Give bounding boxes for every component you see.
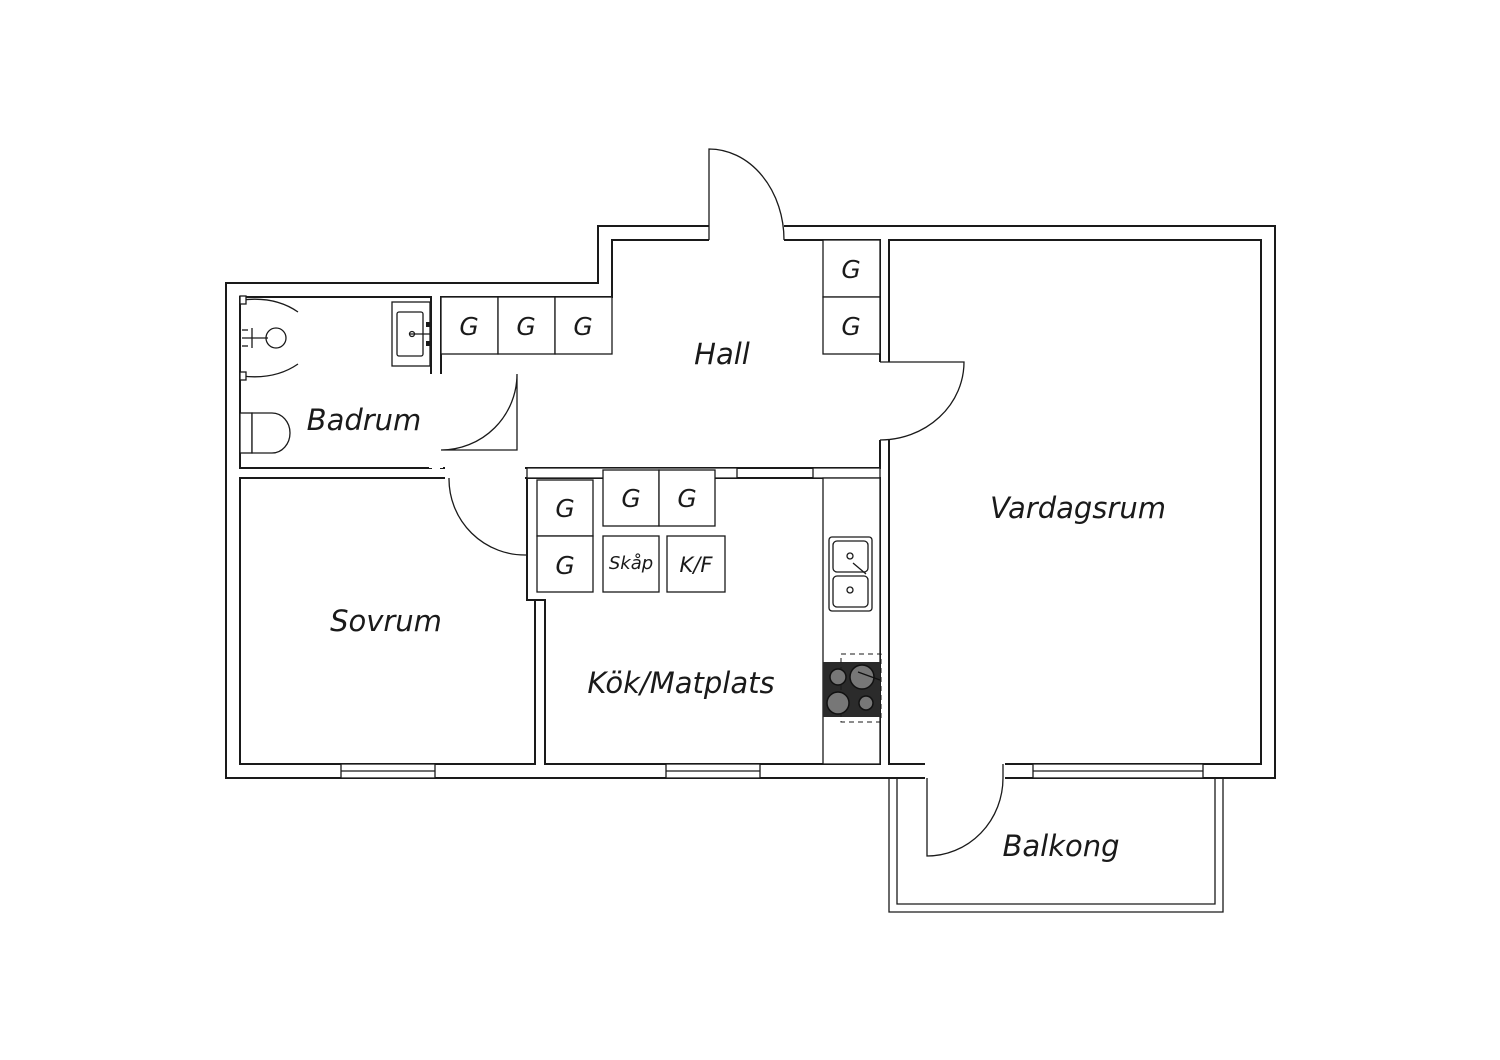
cabinet-label-1: G [459,312,478,341]
entrance-door [708,148,785,241]
cabinet-label-2: G [516,312,535,341]
walls [225,225,1276,779]
vardagsrum-interior [888,239,1262,765]
bathroom-fixtures [239,295,431,454]
cabinet-label-9: G [677,484,696,513]
room-label-sovrum: Sovrum [330,604,442,638]
cabinet-hall-5 [822,296,881,355]
windows [340,763,1204,779]
doors [429,148,1005,857]
shower-icon [239,295,299,381]
room-label-badrum: Badrum [307,403,422,437]
badrum-door [440,373,518,451]
kitchen-partition-right [812,467,881,479]
balkong-inner [896,778,1216,905]
cabinet-label-6: G [555,494,574,523]
vardagsrum-door [879,361,965,441]
cabinet-label-skap: Skåp [609,553,653,574]
room-label-balkong: Balkong [1002,829,1119,863]
cabinet-kok-3 [602,469,660,527]
cabinet-label-3: G [573,312,592,341]
balkong-door [926,764,1004,857]
room-labels: Hall Badrum Sovrum Kök/Matplats Vardagsr… [307,337,1166,863]
cabinet-kok-1 [536,479,594,537]
cabinet-label-4: G [841,255,860,284]
cabinet-label-8: G [621,484,640,513]
balkong-outline [888,778,1224,913]
cabinet-label-7: G [555,551,574,580]
cabinet-label-kf: K/F [680,553,714,577]
cabinet-kok-4 [658,469,716,527]
balkong-outer [888,778,1224,913]
cabinet-skap [602,535,660,593]
cabinet-label-5: G [841,312,860,341]
kitchen-cabinets: G G G G Skåp K/F [526,467,881,765]
cabinet-hall-3 [554,296,613,355]
washbasin-icon [391,301,431,367]
sovrum-door [448,477,528,556]
kitchen-counter [822,477,881,765]
room-label-vardagsrum: Vardagsrum [990,491,1166,525]
stove-icon [823,653,882,723]
sink-icon [828,536,873,612]
cabinet-hall-1 [440,296,499,355]
cabinet-kok-2 [536,535,594,593]
room-label-kok: Kök/Matplats [587,666,774,700]
cabinet-hall-4 [822,239,881,298]
room-label-hall: Hall [694,337,750,371]
cabinet-kf [666,535,726,593]
hall-cabinets: G G G G G [440,239,881,355]
toilet-icon [239,412,291,454]
